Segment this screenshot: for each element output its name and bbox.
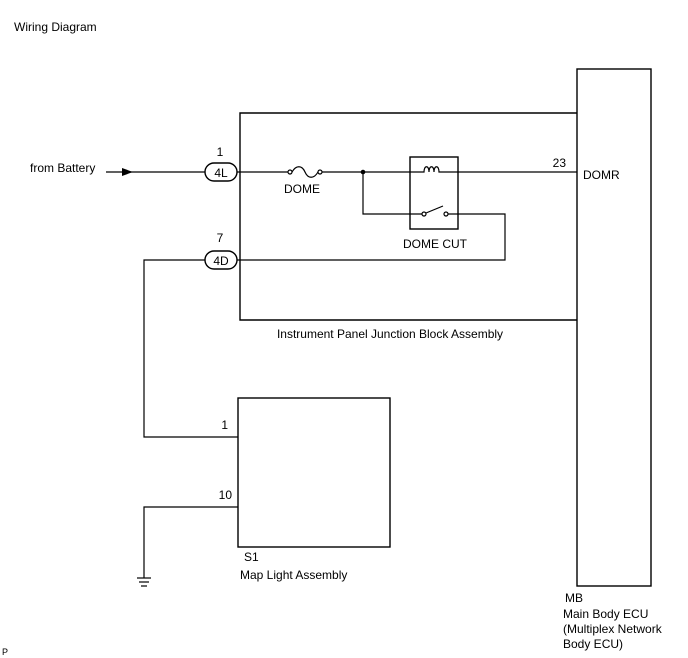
wire-ground [143,506,238,578]
ecu-pin-23: 23 [553,156,567,170]
arrow-icon [122,168,133,176]
ground-icon [137,577,151,587]
fuse-icon [287,166,323,178]
map-light-box [237,397,391,548]
connector-4d-pin: 7 [217,231,224,245]
junction-block-box [239,112,577,321]
connector-4l-label: 4L [214,166,228,180]
map-light-pin-1: 1 [221,418,228,432]
junction-block-label: Instrument Panel Junction Block Assembly [277,327,503,341]
map-light-code: S1 [244,550,259,564]
ecu-terminal-domr: DOMR [583,168,620,182]
relay-box [409,156,459,230]
wire-node-switch [362,172,422,215]
ecu-name: Main Body ECU [563,607,648,621]
connector-4d-label: 4D [213,254,229,268]
relay-label: DOME CUT [403,237,468,251]
map-light-name: Map Light Assembly [240,568,347,582]
relay-coil-icon [422,166,442,173]
wire-4d-maplight [143,259,238,438]
diagram-title: Wiring Diagram [14,20,97,34]
fuse-label: DOME [284,182,320,196]
map-light-pin-10: 10 [219,488,233,502]
ecu-desc-line1: (Multiplex Network [563,622,663,636]
ecu-desc-line2: Body ECU) [563,637,623,651]
page-marker: P [2,647,8,657]
from-battery-label: from Battery [30,161,95,175]
relay-switch-icon [421,205,449,217]
ecu-code: MB [565,591,583,605]
connector-4l-pin: 1 [217,145,224,159]
wire-switch-4d [237,213,506,261]
main-body-ecu-box [576,68,652,587]
